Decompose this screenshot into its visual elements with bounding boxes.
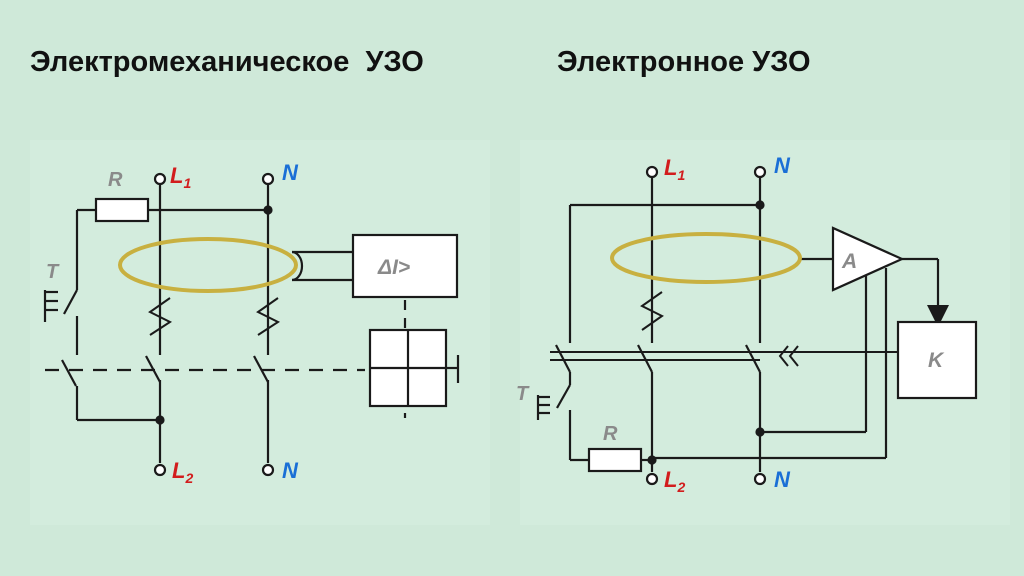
left-n-bottom-terminal [261,463,275,477]
right-test-circuit [536,200,765,473]
left-n-top-terminal [261,172,275,186]
left-n-conductor [253,185,281,463]
left-trip-mechanism [368,328,460,408]
right-n-bottom-label: N [774,467,791,492]
left-resistor [94,197,150,223]
right-l2-label: L2 [664,467,685,495]
right-key-box [896,320,978,400]
electronic-diagram [536,165,978,486]
right-key-label: K [928,349,945,372]
left-relay-label: ΔI> [377,256,410,279]
right-resistor-label: R [603,423,618,445]
left-l2-label: L2 [172,458,193,486]
right-amplifier-label: A [841,250,857,273]
left-l1-top-terminal [153,172,167,186]
right-resistor [587,447,643,473]
left-test-button-label: T [46,261,60,283]
right-n-top-terminal [753,165,767,179]
left-test-circuit [43,197,273,425]
left-l2-bottom-terminal [153,463,167,477]
right-current-transformer-toroid [610,232,802,284]
right-n-bottom-terminal [753,472,767,486]
electronic-rcd-title: Электронное УЗО [557,46,811,78]
left-n-bottom-label: N [282,458,299,483]
left-l1-label: L1 [170,163,191,191]
right-l2-bottom-terminal [645,472,659,486]
left-current-transformer-toroid [118,237,298,293]
electromechanical-diagram [43,172,460,477]
right-l1-conductor [637,178,664,472]
right-n-conductor [745,178,762,472]
right-l1-top-terminal [645,165,659,179]
right-l1-label: L1 [664,155,685,183]
left-differential-relay-box [351,233,459,299]
right-n-top-label: N [774,153,791,178]
electromechanical-rcd-title: Электромеханическое УЗО [30,46,424,78]
right-test-button-label: T [516,383,530,405]
left-n-top-label: N [282,160,299,185]
left-resistor-label: R [108,169,123,191]
